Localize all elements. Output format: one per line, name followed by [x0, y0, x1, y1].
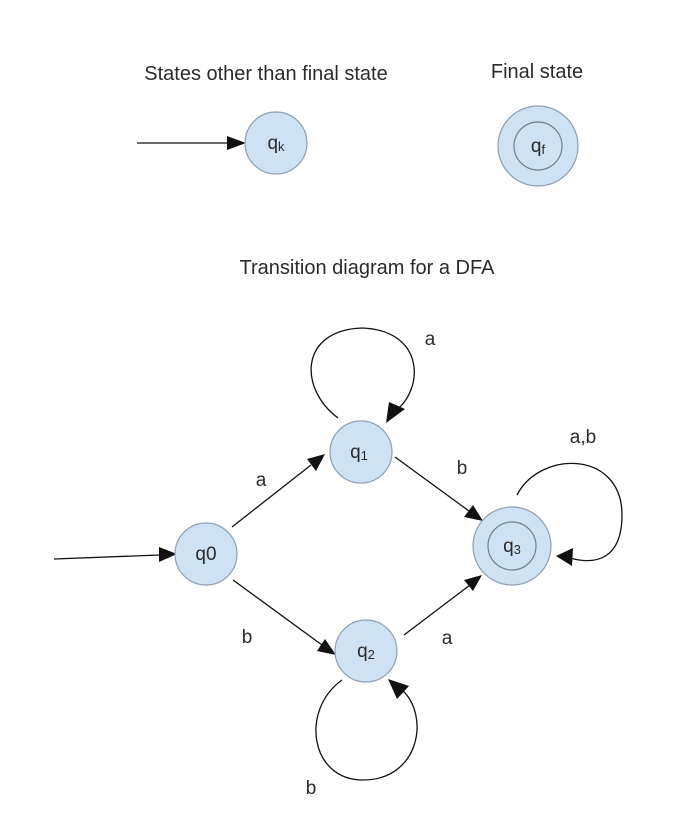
edge-q3-loop-line [516, 462, 623, 562]
legend-final-state-label: qf [531, 136, 546, 157]
legend-non-final-state-label: qk [267, 133, 285, 154]
edge-q3-loop-arrowhead [556, 548, 573, 566]
state-q3-inner-circle [487, 521, 537, 571]
edge-q2-loop-line [315, 679, 418, 781]
edge-q0-q1-label: a [256, 470, 267, 491]
start-arrowhead [159, 547, 177, 562]
legend-final-state-outer-circle [497, 105, 579, 187]
edge-q1-loop-arrowhead [386, 402, 405, 423]
state-q3: q3 [472, 506, 552, 586]
edge-q2-q3-arrowhead [464, 575, 482, 591]
legend-start-arrowhead [227, 136, 246, 150]
state-q2: q2 [334, 619, 398, 683]
state-q0: q0 [174, 522, 238, 586]
legend-final-state: qf [497, 105, 579, 187]
edge-q3-loop-label: a,b [570, 427, 596, 448]
edge-q0-q2-arrowhead [317, 639, 336, 655]
legend-final-state-inner-circle [513, 121, 563, 171]
state-q3-label: q3 [503, 536, 521, 557]
edge-q0-q1-arrowhead [307, 454, 325, 471]
edge-q2-loop-arrowhead [388, 679, 409, 699]
edge-q1-q3-arrowhead [464, 505, 483, 521]
start-arrow-line [53, 554, 161, 560]
edge-q1-q3-label: b [457, 458, 468, 479]
edge-q0-q2-label: b [242, 627, 253, 648]
edge-q1-q3-line [394, 456, 470, 512]
edge-q1-loop-line [310, 327, 415, 419]
edge-q0-q2-line [232, 579, 323, 646]
state-q2-label: q2 [357, 641, 375, 662]
edge-q1-loop-label: a [425, 329, 436, 350]
edge-q0-q1-line [231, 464, 312, 528]
non-final-state-heading: States other than final state [144, 63, 388, 85]
edge-q2-q3-label: a [442, 628, 453, 649]
state-q1: q1 [329, 420, 393, 484]
dfa-title: Transition diagram for a DFA [240, 257, 496, 279]
state-q1-label: q1 [350, 442, 368, 463]
legend-non-final-state: qk [244, 111, 308, 175]
state-q3-outer-circle [472, 506, 552, 586]
legend-non-final-state-circle [244, 111, 308, 175]
state-q1-circle [329, 420, 393, 484]
final-state-heading: Final state [491, 61, 583, 83]
state-q2-circle [334, 619, 398, 683]
state-q0-label: q0 [195, 544, 216, 565]
edge-q2-loop-label: b [306, 778, 317, 799]
edge-q2-q3-line [403, 584, 471, 636]
state-q0-circle [174, 522, 238, 586]
